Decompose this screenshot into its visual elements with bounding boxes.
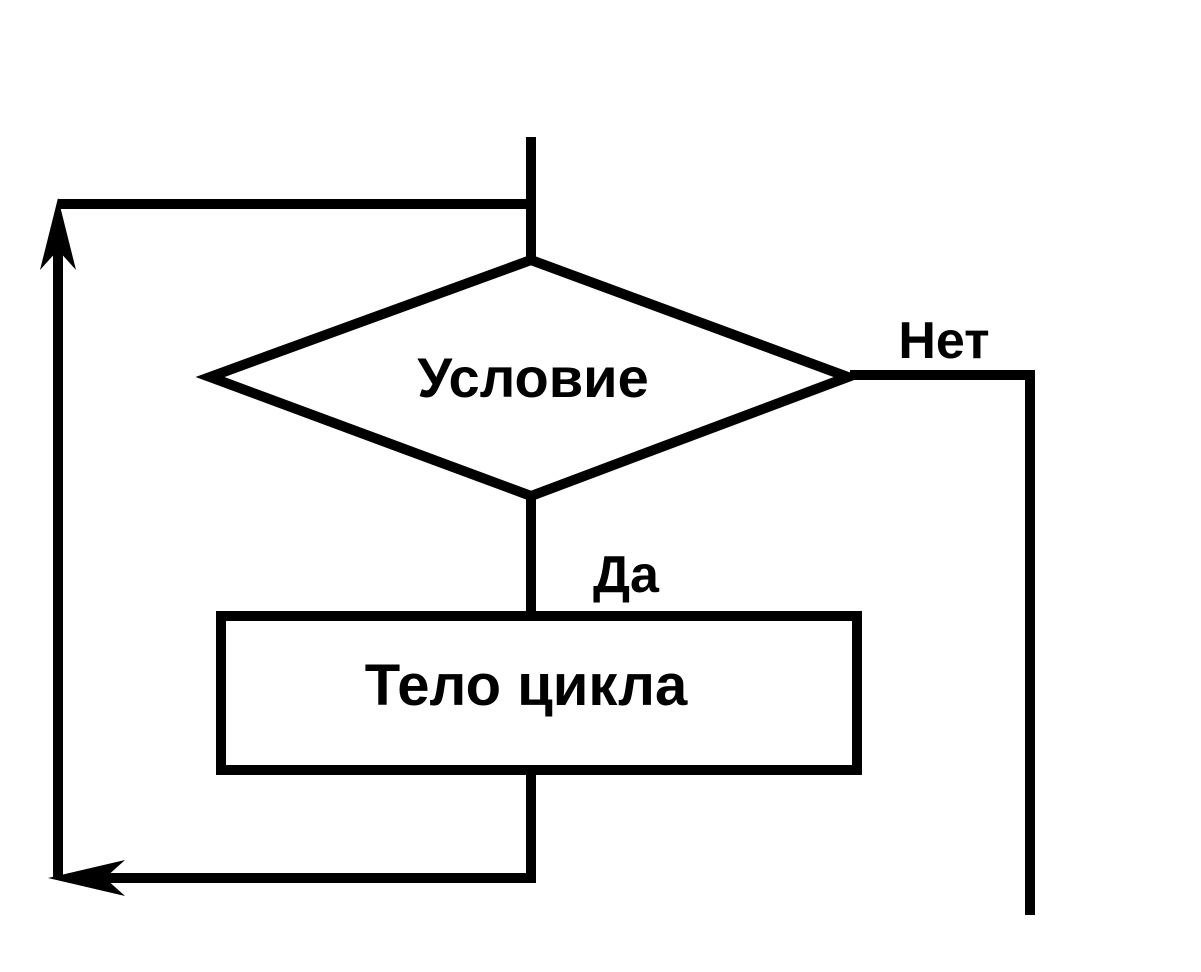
arrow-left-icon bbox=[48, 860, 125, 896]
loop-body-box bbox=[216, 611, 862, 775]
body-label: Тело цикла bbox=[365, 653, 688, 718]
loop-return-bottom-line bbox=[80, 770, 536, 883]
condition-diamond bbox=[195, 254, 863, 502]
condition-label: Условие bbox=[417, 346, 649, 409]
no-branch-line bbox=[850, 370, 1035, 915]
no-label: Нет bbox=[898, 312, 989, 370]
yes-label: Да bbox=[593, 546, 660, 604]
arrow-up-icon bbox=[40, 198, 76, 270]
